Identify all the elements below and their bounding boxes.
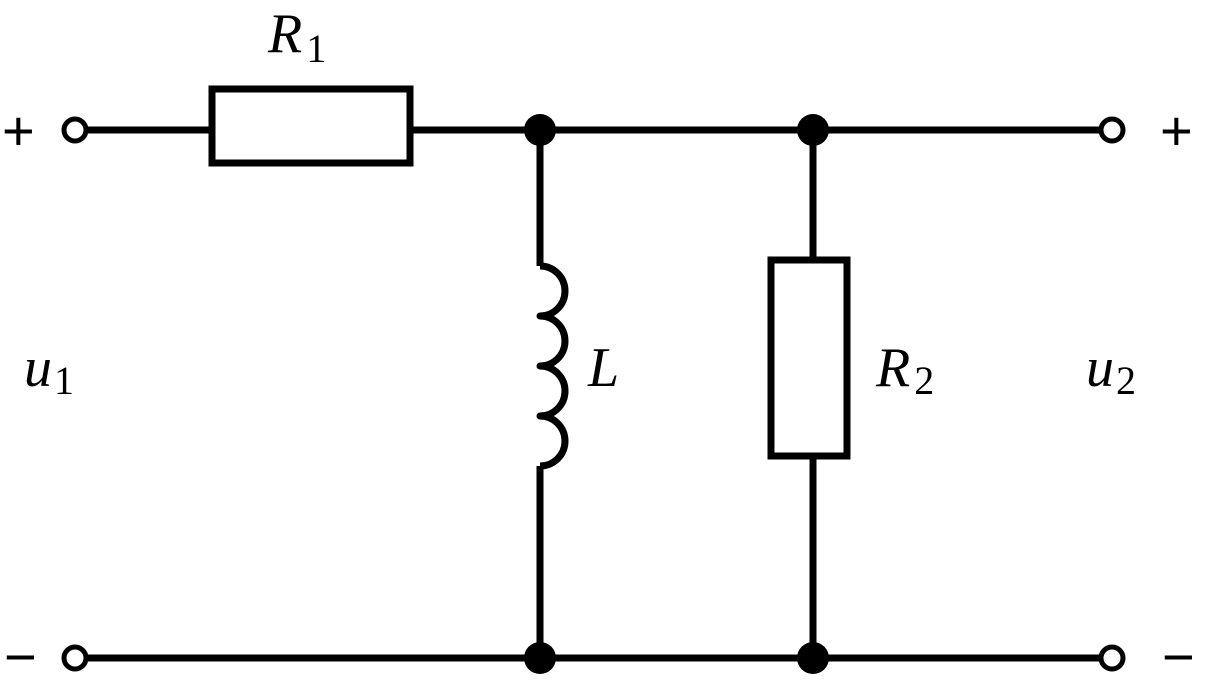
input-minus-sign: − <box>4 625 37 680</box>
input-terminal-bottom <box>61 644 89 672</box>
junction-node-bottom-left <box>524 642 556 674</box>
resistor-r2 <box>767 256 851 460</box>
inductor-l <box>536 262 569 470</box>
junction-node-bottom-right <box>797 642 829 674</box>
resistor-r1 <box>208 85 414 167</box>
junction-node-top-right <box>797 114 829 146</box>
inductor-label: L <box>587 337 619 399</box>
output-terminal-top <box>1098 116 1126 144</box>
input-terminal-top <box>61 116 89 144</box>
input-voltage-label: u1 <box>24 337 74 403</box>
output-plus-sign: + <box>1160 99 1193 162</box>
junction-node-top-left <box>524 114 556 146</box>
output-voltage-label: u2 <box>1086 337 1136 403</box>
input-plus-sign: + <box>2 99 35 162</box>
output-minus-sign: − <box>1162 625 1195 680</box>
output-terminal-bottom <box>1098 644 1126 672</box>
